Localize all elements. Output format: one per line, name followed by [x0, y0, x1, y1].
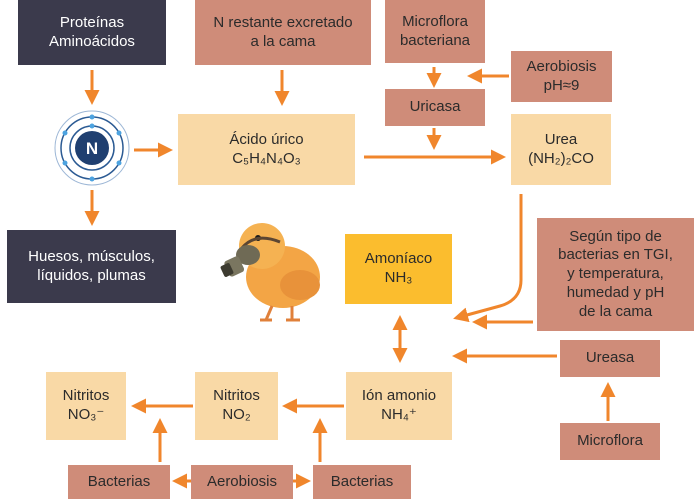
urea-formula: (NH₂)₂CO	[528, 149, 594, 167]
segun-tipo-line4: humedad y pH	[566, 283, 665, 301]
proteinas-box: Proteínas Aminoácidos	[18, 0, 166, 65]
nitritos-no3-line1: Nitritos	[62, 387, 110, 405]
bacterias-left-label: Bacterias	[87, 472, 151, 490]
proteinas-line1: Proteínas	[59, 13, 125, 31]
nitritos-no2-line1: Nitritos	[213, 387, 260, 405]
ion-amonio-line1: Ión amonio	[361, 387, 437, 405]
nitritos-no2-box: Nitritos NO₂	[195, 372, 278, 440]
huesos-line1: Huesos, músculos,	[28, 247, 155, 265]
segun-tipo-line3: y temperatura,	[567, 265, 664, 283]
n-restante-box: N restante excretado a la cama	[195, 0, 371, 65]
uricasa-box: Uricasa	[385, 89, 485, 126]
uricasa-label: Uricasa	[409, 98, 461, 116]
segun-tipo-line5: de la cama	[578, 302, 653, 320]
bacterias-right-box: Bacterias	[313, 465, 411, 499]
bacterias-left-box: Bacterias	[68, 465, 170, 499]
huesos-box: Huesos, músculos, líquidos, plumas	[7, 230, 176, 303]
aerobiosis-ph-box: Aerobiosis pH≈9	[511, 51, 612, 102]
proteinas-line2: Aminoácidos	[49, 32, 135, 50]
microflora-label: Microflora	[577, 432, 643, 450]
amoniaco-line1: Amoníaco	[364, 250, 433, 268]
ion-amonio-formula: NH₄⁺	[381, 406, 417, 423]
nitritos-no3-formula: NO₃⁻	[67, 406, 105, 423]
urea-line1: Urea	[544, 130, 578, 148]
aerobiosis-ph-line2: pH≈9	[543, 76, 580, 94]
ureasa-box: Ureasa	[560, 340, 660, 377]
aerobiosis-ph-line1: Aerobiosis	[526, 57, 597, 75]
acido-urico-formula: C₅H₄N₄O₃	[232, 149, 301, 167]
microflora-bacteriana-line1: Microflora	[402, 12, 468, 30]
ureasa-label: Ureasa	[585, 349, 635, 367]
segun-tipo-line2: bacterias en TGI,	[558, 246, 673, 264]
acido-urico-box: Ácido úrico C₅H₄N₄O₃	[178, 114, 355, 185]
acido-urico-line1: Ácido úrico	[229, 130, 304, 148]
amoniaco-formula: NH₃	[384, 269, 413, 286]
n-restante-line1: N restante excretado	[213, 13, 353, 31]
microflora-bacteriana-line2: bacteriana	[399, 31, 471, 49]
microflora-bacteriana-box: Microflora bacteriana	[385, 0, 485, 63]
arrow-urea-to-amoniaco	[453, 194, 523, 323]
bacterias-right-label: Bacterias	[330, 472, 394, 490]
urea-box: Urea (NH₂)₂CO	[511, 114, 611, 185]
amoniaco-box: Amoníaco NH₃	[345, 234, 452, 304]
huesos-line2: líquidos, plumas	[37, 266, 146, 284]
ion-amonio-box: Ión amonio NH₄⁺	[346, 372, 452, 440]
microflora-box: Microflora	[560, 423, 660, 460]
aerobiosis-box: Aerobiosis	[191, 465, 293, 499]
n-restante-line2: a la cama	[250, 32, 316, 50]
segun-tipo-line1: Según tipo de	[569, 227, 662, 245]
segun-tipo-box: Según tipo de bacterias en TGI, y temper…	[537, 218, 694, 331]
nitritos-no3-box: Nitritos NO₃⁻	[46, 372, 126, 440]
aerobiosis-label: Aerobiosis	[206, 472, 278, 490]
nitritos-no2-formula: NO₂	[222, 406, 251, 423]
